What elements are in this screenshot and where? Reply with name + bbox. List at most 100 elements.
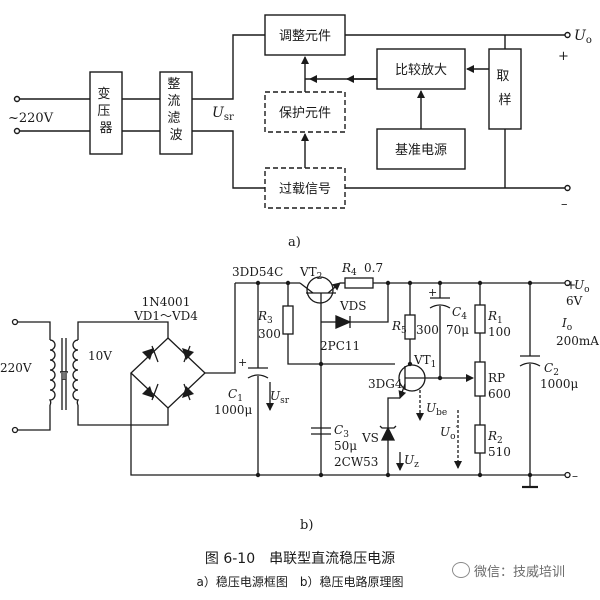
diode-vd1-icon — [142, 348, 154, 360]
c2-plate-bottom — [519, 362, 541, 367]
plus-sign-a: + — [558, 49, 569, 64]
wire-vt1-emitter — [387, 397, 400, 475]
resistor-r3 — [282, 305, 294, 335]
rectifier-label: 整 流 滤 波 — [167, 77, 184, 143]
vds-label: VDS — [339, 299, 367, 313]
diode-model-label: 1N4001 — [142, 295, 191, 309]
bridge-diodes — [142, 348, 194, 398]
vt2-part-label: 3DD54C — [232, 265, 283, 279]
minus-sign-a: – — [561, 197, 568, 212]
figure-caption-title: 图 6-10 串联型直流稳压电源 — [204, 551, 396, 567]
output-terminal-plus — [564, 31, 571, 39]
usr-label-b: Usr — [270, 389, 290, 406]
circuit-diagram — [11, 276, 571, 489]
ube-label: Ube — [426, 401, 447, 418]
r4-value: 0.7 — [364, 261, 383, 275]
bridge-rectifier — [130, 337, 206, 409]
diode-vd2-icon — [182, 348, 194, 360]
vs-label: VS — [361, 431, 379, 445]
c4-value: 70μ — [446, 323, 469, 337]
output-plus-sign: + — [566, 278, 576, 292]
vt1-part-label: 3DG4 — [368, 377, 403, 391]
wire-primary-bottom — [17, 405, 51, 431]
watermark-text: 微信：技威培训 — [474, 564, 566, 580]
rectifier-char-4: 波 — [169, 128, 182, 143]
c1-plate-bottom — [247, 374, 269, 379]
input-terminal-bottom — [13, 127, 21, 135]
c4-plate-bottom — [429, 304, 451, 309]
c4-plus-sign: + — [428, 286, 437, 299]
r5-label: R5 — [391, 319, 407, 336]
compare-amplifier-block — [376, 48, 466, 90]
reference-label: 基准电源 — [395, 143, 447, 158]
c1-value: 1000μ — [214, 403, 253, 417]
block-diagram-labels: ~220V 变 压 器 整 流 滤 波 调整元件 保护元件 过载信号 比较放大 … — [8, 28, 592, 250]
transformer-char-3: 器 — [99, 121, 112, 136]
watermark: 微信：技威培训 — [452, 557, 600, 583]
wire-dc-positive — [205, 283, 236, 374]
protect-label: 保护元件 — [279, 106, 331, 121]
rp-value: 600 — [488, 387, 511, 401]
c2-value: 1000μ — [540, 377, 579, 391]
resistor-r4 — [344, 277, 374, 289]
resistor-r1 — [474, 304, 486, 334]
wechat-icon — [452, 562, 470, 578]
rectifier-char-2: 流 — [167, 94, 180, 109]
r5-value: 300 — [416, 323, 439, 337]
r2-label: R2 — [487, 429, 503, 446]
circuit-labels: 220V T 10V 1N4001 VD1～VD4 3DD54C VT2 R4 … — [0, 261, 599, 533]
c2-label: C2 — [544, 361, 559, 378]
ac-terminal-bottom — [11, 426, 19, 434]
vs-zener-bar — [379, 425, 397, 429]
input-terminal-top — [13, 95, 21, 103]
vds-model: 2PC11 — [320, 339, 360, 353]
wire-r3-to-vt1 — [287, 334, 395, 365]
wire-dc-negative-rail — [130, 373, 540, 476]
sampling-char-2: 样 — [498, 93, 511, 108]
r3-value: 300 — [258, 327, 281, 341]
vt1-emitter — [398, 383, 407, 399]
transformer-secondary-coil — [72, 339, 80, 406]
resistor-r2 — [474, 424, 486, 454]
uz-label: Uz — [404, 453, 419, 470]
wire-vds-right — [350, 283, 389, 323]
sampling-char-1: 取 — [496, 69, 509, 84]
c3-label: C3 — [334, 423, 349, 440]
c1-label: C1 — [228, 387, 243, 404]
output-minus-sign: – — [572, 469, 578, 483]
vs-model: 2CW53 — [334, 455, 378, 469]
vs-zener-icon — [380, 426, 396, 441]
diode-vd3-bar — [151, 383, 159, 401]
part-a-label: a) — [288, 235, 301, 250]
usr-label-a: Usr — [212, 105, 234, 123]
secondary-voltage-label: 10V — [88, 349, 112, 363]
diode-vd3-icon — [142, 386, 154, 398]
diode-vd1-bar — [151, 345, 159, 363]
transformer-char-1: 变 — [97, 86, 110, 102]
io-label: Io — [561, 316, 572, 333]
transformer-block — [89, 71, 123, 155]
output-terminal-positive — [564, 279, 571, 287]
r4-label: R4 — [341, 261, 357, 278]
vt1-label: VT1 — [413, 353, 436, 370]
overload-label: 过载信号 — [279, 182, 331, 197]
ac-terminal-top — [11, 318, 19, 326]
r1-value: 100 — [488, 325, 511, 339]
vt2-label: VT2 — [299, 265, 322, 282]
output-terminal-negative — [564, 471, 571, 479]
vt2-emitter — [327, 282, 341, 294]
potentiometer-rp — [474, 361, 486, 397]
part-b-label: b) — [300, 518, 313, 533]
compare-label: 比较放大 — [395, 63, 447, 78]
c1-plus-sign: + — [238, 356, 247, 369]
r1-label: R1 — [487, 309, 503, 326]
adjust-label: 调整元件 — [279, 29, 331, 44]
rectifier-filter-block — [159, 71, 193, 155]
wire-rect-to-adjust — [192, 34, 265, 100]
transformer-primary-coil — [48, 339, 56, 406]
diode-vd4-icon — [182, 386, 194, 398]
transformer-t-label: T — [60, 369, 68, 383]
wire-rect-to-overload — [192, 130, 265, 189]
diode-vd4-bar — [183, 383, 191, 401]
io-value: 200mA — [556, 334, 599, 348]
